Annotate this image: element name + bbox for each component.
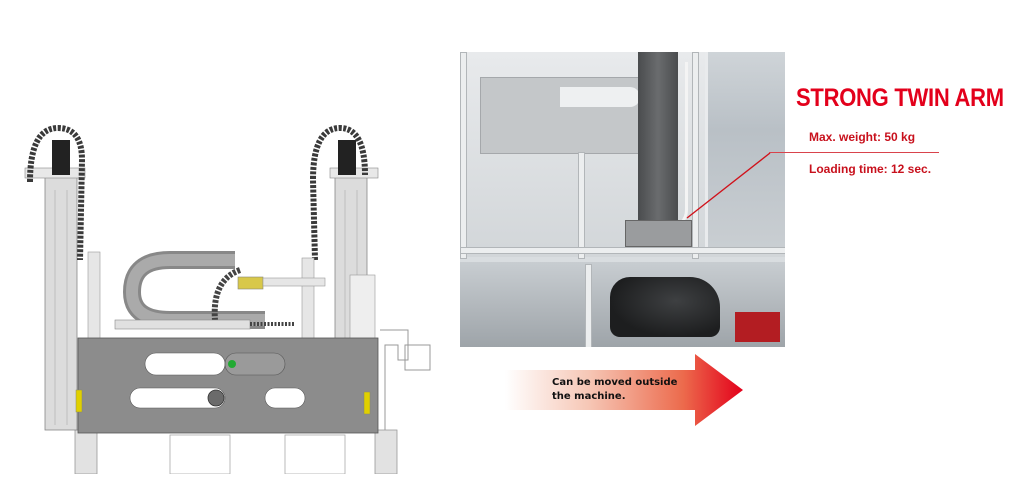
photo-frame-rail — [460, 247, 785, 254]
photo-motor — [610, 277, 720, 337]
callout-line — [686, 152, 771, 219]
photo-frame-post — [460, 52, 467, 259]
spec-max-weight: Max. weight: 50 kg — [809, 130, 916, 144]
arrow-caption: Can be moved outside the machine. — [552, 376, 677, 404]
spec-loading-time: Loading time: 12 sec. — [809, 162, 932, 176]
photo-frame-post — [585, 264, 592, 347]
photo-arm-foot — [625, 220, 692, 247]
arrow-right-icon — [505, 354, 743, 426]
photo-frame-post — [578, 152, 585, 259]
photo-glass-panel — [705, 52, 785, 247]
photo-arm-slot — [560, 87, 640, 107]
photo-red-component — [735, 312, 780, 342]
arrow-caption-line2: the machine. — [552, 391, 626, 402]
feature-title: STRONG TWIN ARM — [796, 84, 1004, 112]
arrow-caption-line1: Can be moved outside — [552, 377, 678, 388]
twin-arm-cad-illustration — [20, 120, 440, 475]
twin-arm-machine-photo — [460, 52, 785, 347]
spec-divider — [769, 152, 939, 153]
photo-frame-post — [692, 52, 699, 259]
